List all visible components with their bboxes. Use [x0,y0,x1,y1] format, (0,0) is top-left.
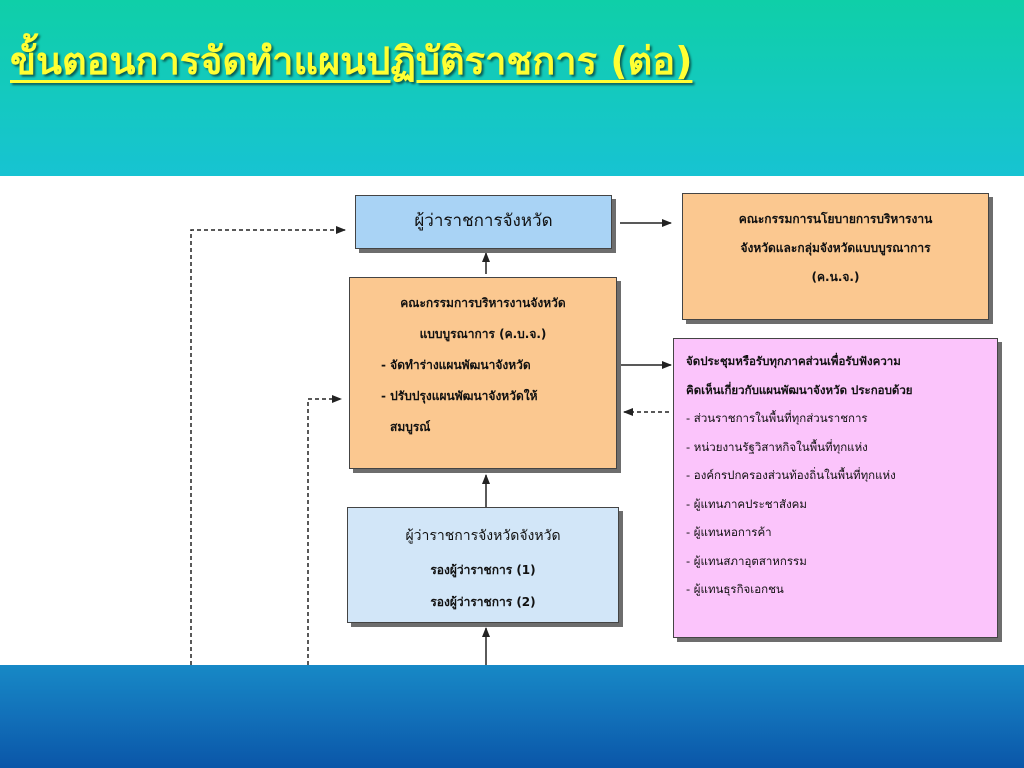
consultation-box: จัดประชุมหรือรับทุกภาคส่วนเพื่อรับฟังควา… [673,338,998,638]
consultation-line: - องค์กรปกครองส่วนท้องถิ่นในพื้นที่ทุกแห… [686,468,896,482]
consultation-line: - ผู้แทนสภาอุตสาหกรรม [686,553,807,568]
governor-box: ผู้ว่าราชการจังหวัด [355,195,612,249]
consultation-line: จัดประชุมหรือรับทุกภาคส่วนเพื่อรับฟังควา… [686,354,901,368]
dashed-feedback-to-governor [190,226,346,665]
flowchart-connectors [190,219,672,665]
consultation-line: - หน่วยงานรัฐวิสาหกิจในพื้นที่ทุกแห่ง [686,439,868,454]
dashed-feedback-to-kbj [307,395,342,665]
kbj-committee-box: คณะกรรมการบริหารงานจังหวัด แบบบูรณาการ (… [349,277,617,469]
consultation-line: คิดเห็นเกี่ยวกับแผนพัฒนาจังหวัด ประกอบด้… [686,382,913,397]
knj-line: จังหวัดและกลุ่มจังหวัดแบบบูรณาการ [740,241,931,255]
consultation-line: - ส่วนราชการในพื้นที่ทุกส่วนราชการ [686,411,868,425]
deputy-line: รองผู้ว่าราชการ (2) [430,595,536,609]
knj-line: (ค.น.จ.) [811,270,860,284]
title-bar: ขั้นตอนการจัดทำแผนปฏิบัติราชการ (ต่อ) [0,0,1024,176]
flowchart-canvas: ผู้ว่าราชการจังหวัด คณะกรรมการนโยบายการบ… [0,176,1024,665]
consultation-line: - ผู้แทนภาคประชาสังคม [686,496,807,511]
deputy-line: ผู้ว่าราชการจังหวัดจังหวัด [405,528,561,544]
deputy-governors-box: ผู้ว่าราชการจังหวัดจังหวัด รองผู้ว่าราชก… [347,507,619,623]
slide-title: ขั้นตอนการจัดทำแผนปฏิบัติราชการ (ต่อ) [10,39,693,83]
knj-line: คณะกรรมการนโยบายการบริหารงาน [738,212,933,226]
consultation-line: - ผู้แทนหอการค้า [686,525,772,539]
kbj-line: - จัดทำร่างแผนพัฒนาจังหวัด [381,358,531,372]
kbj-line: สมบูรณ์ [390,420,431,434]
kbj-line: - ปรับปรุงแผนพัฒนาจังหวัดให้ [381,389,538,403]
kbj-line: แบบบูรณาการ (ค.บ.จ.) [419,327,547,341]
footer-band [0,665,1024,768]
consultation-line: - ผู้แทนธุรกิจเอกชน [686,582,784,596]
kbj-line: คณะกรรมการบริหารงานจังหวัด [400,296,566,310]
knj-committee-box: คณะกรรมการนโยบายการบริหารงาน จังหวัดและก… [682,193,989,320]
governor-label: ผู้ว่าราชการจังหวัด [414,211,553,231]
deputy-line: รองผู้ว่าราชการ (1) [430,563,536,577]
